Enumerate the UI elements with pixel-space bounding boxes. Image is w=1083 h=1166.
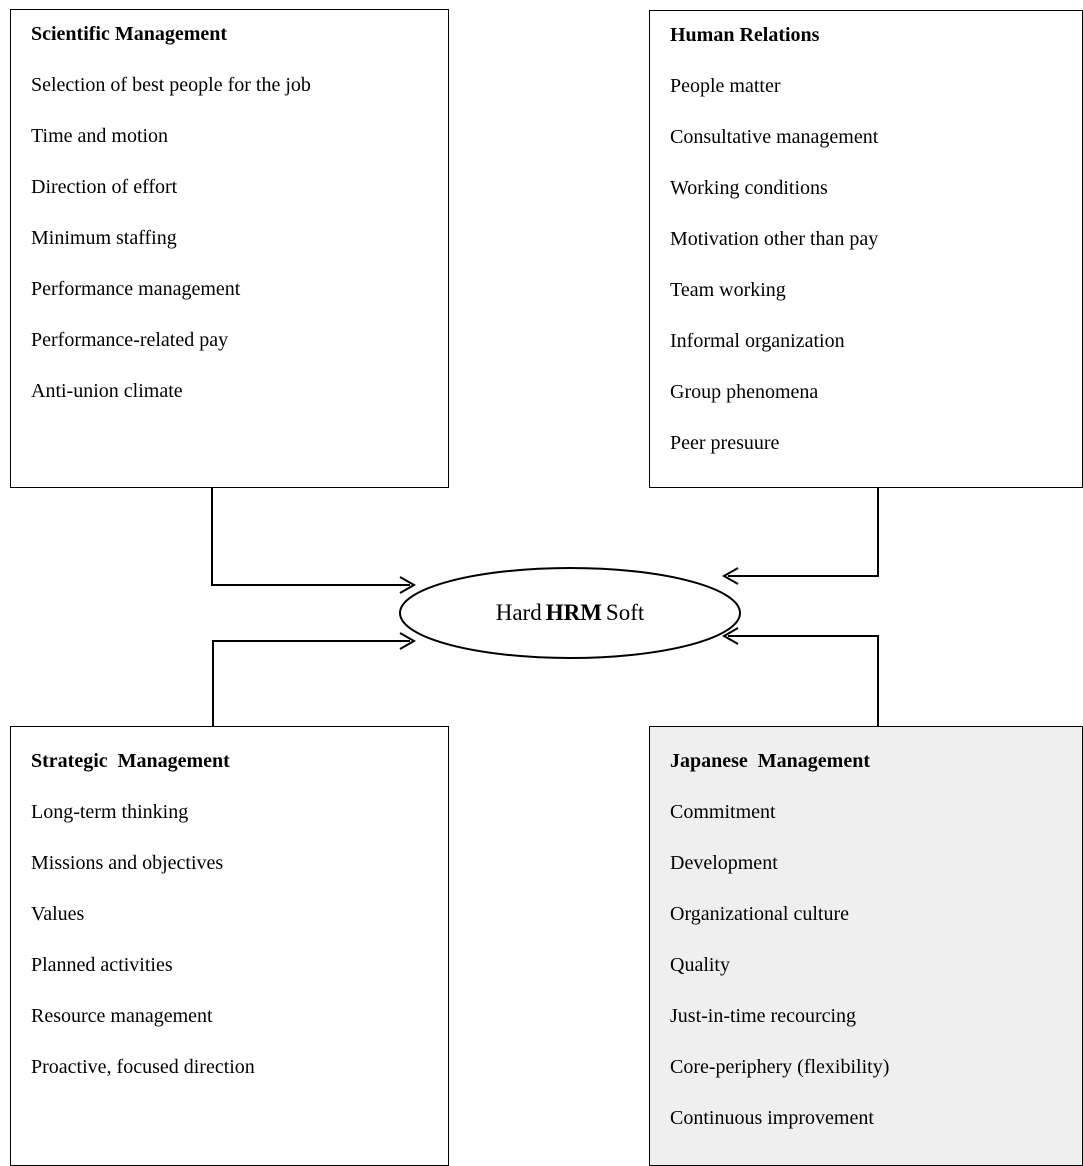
list-item: Planned activities [31, 954, 173, 976]
list-item: Selection of best people for the job [31, 74, 311, 96]
list-item: Informal organization [670, 330, 845, 352]
list-item: Quality [670, 954, 730, 976]
box-item-list: Long-term thinking Missions and objectiv… [31, 802, 448, 1077]
box-item-list: People matter Consultative management Wo… [670, 76, 1082, 453]
list-item: Direction of effort [31, 176, 178, 198]
connector-human [728, 484, 879, 577]
box-item-list: Selection of best people for the job Tim… [31, 75, 448, 401]
list-item: Working conditions [670, 177, 828, 199]
list-item: Commitment [670, 801, 776, 823]
arrowhead-scientific [399, 576, 417, 594]
list-item: Group phenomena [670, 381, 819, 403]
list-item: Time and motion [31, 125, 169, 147]
connector-japanese [728, 635, 879, 726]
box-title: Japanese Management [670, 750, 870, 772]
human-relations-box: Human Relations People matter Consultati… [649, 10, 1083, 488]
list-item: Performance-related pay [31, 329, 229, 351]
list-item: Motivation other than pay [670, 228, 879, 250]
strategic-management-box: Strategic Management Long-term thinking … [10, 726, 449, 1166]
list-item: Missions and objectives [31, 852, 224, 874]
box-title: Human Relations [670, 24, 820, 46]
list-item: Minimum staffing [31, 227, 177, 249]
scientific-management-box: Scientific Management Selection of best … [10, 9, 449, 488]
list-item: Development [670, 852, 778, 874]
list-item: Long-term thinking [31, 801, 189, 823]
list-item: Values [31, 903, 85, 925]
center-label-hrm: HRM [545, 600, 602, 625]
list-item: Peer presuure [670, 432, 780, 454]
list-item: Performance management [31, 278, 241, 300]
center-label: Hard HRM Soft [400, 568, 740, 658]
list-item: Proactive, focused direction [31, 1056, 255, 1078]
japanese-management-box: Japanese Management Commitment Developme… [649, 726, 1083, 1166]
list-item: Team working [670, 279, 786, 301]
list-item: Core-periphery (flexibility) [670, 1056, 890, 1078]
center-label-soft: Soft [605, 600, 645, 625]
connector-strategic [212, 640, 410, 726]
arrowhead-human [721, 567, 739, 585]
list-item: Anti-union climate [31, 380, 183, 402]
box-title: Strategic Management [31, 750, 230, 772]
box-item-list: Commitment Development Organizational cu… [670, 802, 1082, 1128]
list-item: Resource management [31, 1005, 213, 1027]
center-label-hard: Hard [495, 600, 542, 625]
list-item: Organizational culture [670, 903, 850, 925]
center-ellipse [399, 567, 741, 659]
connector-scientific [211, 488, 410, 586]
list-item: Continuous improvement [670, 1107, 874, 1129]
arrowhead-strategic [399, 632, 417, 650]
list-item: People matter [670, 75, 781, 97]
list-item: Consultative management [670, 126, 879, 148]
arrowhead-japanese [721, 627, 739, 645]
box-title: Scientific Management [31, 23, 228, 45]
list-item: Just-in-time recourcing [670, 1005, 857, 1027]
